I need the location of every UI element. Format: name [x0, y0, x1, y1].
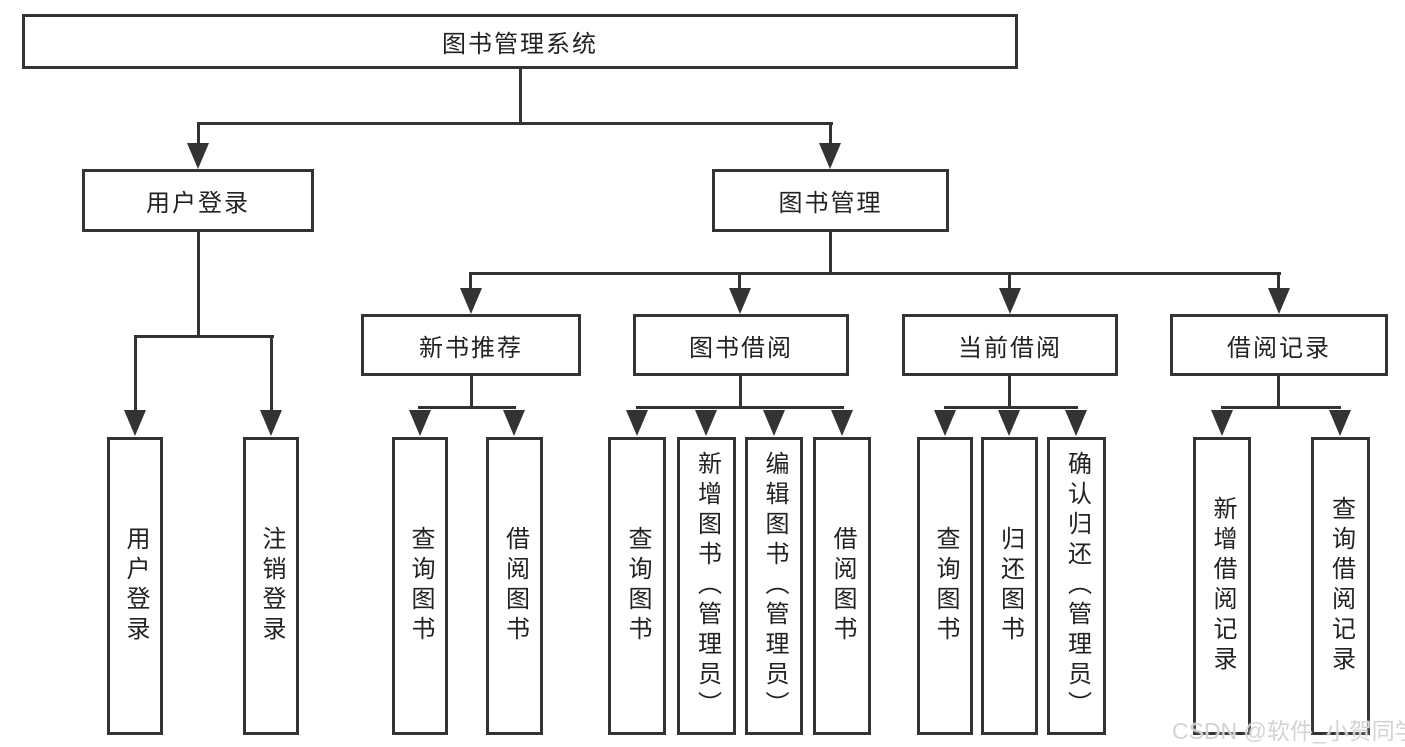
- connector-root-stem: [519, 69, 522, 124]
- down-arrow-icon: [831, 410, 853, 436]
- down-arrow-icon: [763, 410, 785, 436]
- node-current-borrow: 当前借阅: [902, 314, 1118, 376]
- leaf-current-query-book: 查询图书: [917, 437, 973, 735]
- connector-current-rail: [944, 406, 1078, 409]
- leaf-borrow-query-book: 查询图书: [608, 437, 666, 735]
- connector-root-drop-right: [829, 122, 832, 146]
- down-arrow-icon: [1211, 410, 1233, 436]
- connector-records-stem: [1277, 376, 1280, 409]
- down-arrow-icon: [124, 410, 146, 436]
- down-arrow-icon: [626, 410, 648, 436]
- down-arrow-icon: [460, 288, 482, 314]
- connector-bookmgmt-drop-4: [1277, 272, 1280, 292]
- down-arrow-icon: [260, 410, 282, 436]
- down-arrow-icon: [503, 410, 525, 436]
- leaf-user-login: 用户登录: [107, 437, 163, 735]
- connector-bookmgmt-drop-2: [738, 272, 741, 292]
- down-arrow-icon: [819, 143, 841, 169]
- down-arrow-icon: [695, 410, 717, 436]
- node-book-management: 图书管理: [712, 169, 949, 232]
- connector-bookmgmt-drop-3: [1008, 272, 1011, 292]
- leaf-logout: 注销登录: [243, 437, 299, 735]
- csdn-watermark: CSDN @软件_小贺同学: [1172, 718, 1405, 744]
- connector-userlogin-drop-2: [270, 335, 273, 412]
- leaf-recommend-query-book: 查询图书: [392, 437, 448, 735]
- leaf-records-query-record: 查询借阅记录: [1311, 437, 1370, 735]
- connector-borrow-rail: [636, 406, 844, 409]
- connector-bookmgmt-stem: [829, 232, 832, 275]
- connector-userlogin-stem: [197, 232, 200, 338]
- down-arrow-icon: [1329, 410, 1351, 436]
- leaf-borrow-add-book-admin: 新增图书（管理员）: [677, 437, 736, 735]
- node-user-login: 用户登录: [82, 169, 314, 232]
- connector-userlogin-drop-1: [134, 335, 137, 412]
- connector-userlogin-rail: [134, 335, 274, 338]
- node-book-borrow: 图书借阅: [633, 314, 849, 376]
- down-arrow-icon: [934, 410, 956, 436]
- connector-bookmgmt-drop-1: [469, 272, 472, 292]
- down-arrow-icon: [1065, 410, 1087, 436]
- down-arrow-icon: [998, 410, 1020, 436]
- leaf-borrow-edit-book-admin: 编辑图书（管理员）: [745, 437, 803, 735]
- connector-recommend-rail: [418, 406, 516, 409]
- connector-recommend-stem: [470, 376, 473, 409]
- node-library-management-system: 图书管理系统: [22, 14, 1018, 69]
- leaf-recommend-borrow-book: 借阅图书: [486, 437, 543, 735]
- node-borrow-records: 借阅记录: [1170, 314, 1388, 376]
- down-arrow-icon: [187, 143, 209, 169]
- down-arrow-icon: [1268, 288, 1290, 314]
- connector-records-rail: [1221, 406, 1341, 409]
- leaf-records-add-record: 新增借阅记录: [1193, 437, 1251, 735]
- connector-root-rail: [197, 122, 833, 125]
- connector-borrow-stem: [739, 376, 742, 409]
- node-new-book-recommend: 新书推荐: [361, 314, 581, 376]
- connector-current-stem: [1008, 376, 1011, 409]
- leaf-borrow-borrow-book: 借阅图书: [813, 437, 871, 735]
- down-arrow-icon: [999, 288, 1021, 314]
- down-arrow-icon: [409, 410, 431, 436]
- leaf-current-return-book: 归还图书: [981, 437, 1038, 735]
- connector-root-drop-left: [197, 122, 200, 146]
- leaf-current-confirm-return-admin: 确认归还（管理员）: [1047, 437, 1106, 735]
- connector-bookmgmt-rail: [470, 272, 1281, 275]
- down-arrow-icon: [729, 288, 751, 314]
